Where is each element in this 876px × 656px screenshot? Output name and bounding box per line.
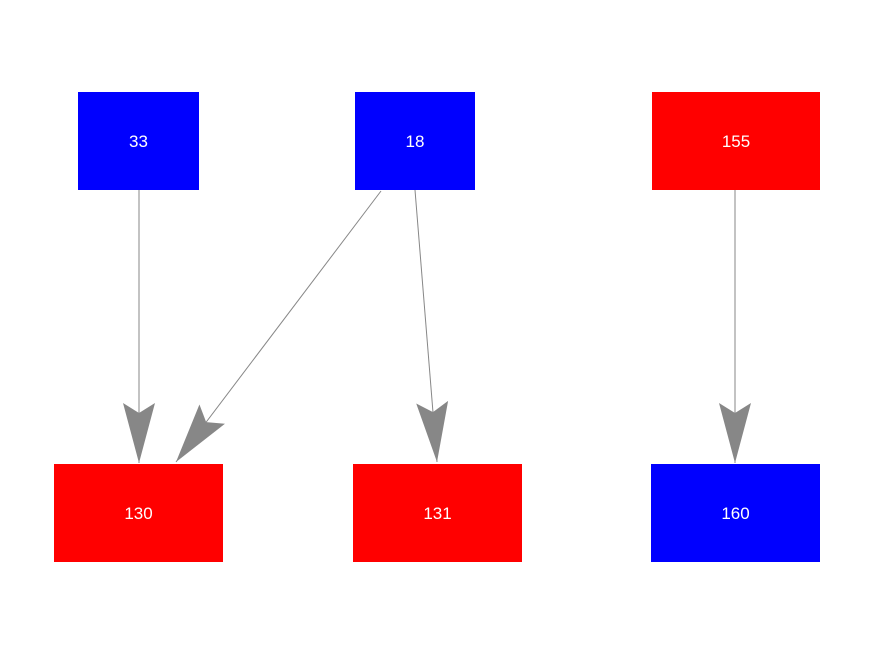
arrowhead-155-160 (719, 403, 751, 463)
node-18: 18 (355, 92, 475, 190)
edge-line-18-130 (175, 190, 382, 463)
node-label: 18 (405, 132, 425, 151)
node-130: 130 (54, 464, 223, 562)
node-160: 160 (651, 464, 820, 562)
node-label: 131 (423, 504, 452, 523)
arrowhead-33-130 (123, 403, 155, 463)
node-label: 33 (129, 132, 148, 151)
node-label: 160 (721, 504, 750, 523)
arrowhead-18-131 (416, 400, 449, 462)
node-33: 33 (78, 92, 199, 190)
node-131: 131 (353, 464, 522, 562)
node-155: 155 (652, 92, 820, 190)
node-label: 155 (721, 132, 751, 151)
node-label: 130 (124, 504, 153, 523)
arrowhead-18-130 (176, 404, 225, 462)
